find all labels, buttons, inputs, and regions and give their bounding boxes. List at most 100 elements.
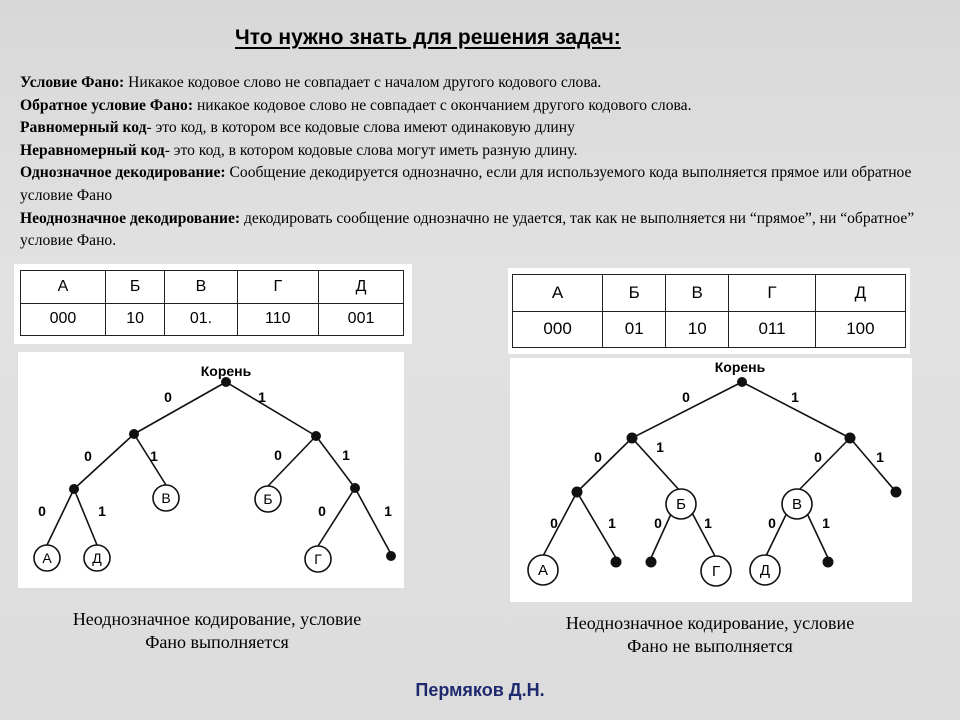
tree-leaf: [254, 485, 282, 513]
definition-text: - это код, в котором все кодовые слова и…: [146, 119, 575, 137]
tree-node: [311, 431, 321, 441]
definition-reverse-fano: Обратное условие Фано: никакое кодовое с…: [20, 95, 940, 118]
tree-edge: [542, 491, 578, 557]
tree-edge: [631, 381, 743, 439]
table-row-letters: А Б В Г Д: [511, 274, 907, 312]
edge-label: 1: [384, 503, 392, 519]
left-caption: Неоднозначное кодирование, условие Фано …: [22, 608, 412, 654]
leaf-label: Г: [712, 563, 720, 580]
edge-label: 1: [98, 503, 106, 519]
table-cell: 001: [318, 302, 404, 336]
definition-text: никакое кодовое слово не совпадает с око…: [193, 96, 692, 114]
tree-node: [129, 429, 139, 439]
tree-root-label: Корень: [715, 359, 766, 375]
right-code-table: А Б В Г Д 000 01 10 011 100: [511, 274, 907, 348]
tree-edge: [796, 437, 851, 493]
table-cell: Г: [236, 270, 320, 304]
tree-edge: [73, 433, 135, 490]
tree-node: [737, 377, 747, 387]
table-cell: Б: [602, 274, 667, 312]
table-cell: 110: [236, 302, 320, 336]
left-code-tree: Корень 0 1 0 1 0 1 0 1 0 1: [33, 363, 396, 573]
leaf-label: В: [792, 496, 802, 513]
table-row-codes: 000 10 01. 110 001: [20, 302, 404, 336]
definition-term: Обратное условие Фано:: [20, 96, 194, 114]
edge-label: 0: [594, 449, 602, 465]
tree-edge: [133, 381, 227, 435]
table-cell: А: [511, 274, 604, 312]
definition-text: Никакое кодовое слово не совпадает с нач…: [124, 74, 602, 91]
leaf-label: Д: [760, 562, 770, 579]
definition-nonuniform-code: Неравномерный код- это код, в котором ко…: [20, 140, 940, 163]
edge-label: 1: [704, 515, 712, 531]
edge-label: 1: [791, 389, 799, 405]
edge-label: 0: [682, 389, 690, 405]
edge-label: 0: [654, 515, 662, 531]
page-title: Что нужно знать для решения задач:: [235, 26, 621, 49]
table-cell: 10: [104, 302, 166, 336]
tree-edge: [73, 488, 98, 546]
table-cell: 100: [814, 310, 907, 348]
table-cell: Г: [728, 274, 816, 312]
edge-label: 0: [550, 515, 558, 531]
left-code-table-panel: А Б В Г Д 000 10 01. 110 001: [14, 264, 412, 344]
tree-edge: [225, 381, 317, 437]
tree-node: [350, 483, 360, 493]
left-code-table: А Б В Г Д 000 10 01. 110 001: [20, 270, 404, 336]
edge-label: 0: [814, 449, 822, 465]
definition-unique-decoding: Однозначное декодирование: Сообщение дек…: [20, 162, 940, 207]
edge-label: 1: [150, 448, 158, 464]
table-cell: 011: [728, 310, 816, 348]
tree-edge: [46, 488, 75, 546]
author-name: Пермяков Д.Н.: [415, 680, 545, 700]
edge-label: 0: [318, 503, 326, 519]
tree-edge: [631, 437, 682, 493]
left-tree-panel: Корень 0 1 0 1 0 1 0 1 0 1: [18, 352, 404, 588]
tree-leaf: [700, 555, 732, 587]
table-row-codes: 000 01 10 011 100: [511, 310, 907, 348]
tree-edge: [576, 437, 633, 493]
tree-leaf: [304, 545, 332, 573]
table-cell: Б: [104, 270, 166, 304]
tree-leaf: [33, 544, 61, 572]
tree-edge: [133, 433, 167, 486]
table-cell: А: [20, 270, 106, 304]
table-cell: 000: [511, 310, 604, 348]
caption-line: Фано не выполняется: [627, 636, 793, 656]
table-row-letters: А Б В Г Д: [20, 270, 404, 304]
table-cell: Д: [814, 274, 907, 312]
definition-text: Сообщение декодируется однозначно, если …: [20, 164, 912, 204]
caption-line: Неоднозначное кодирование, условие: [72, 609, 362, 629]
leaf-label: А: [538, 562, 548, 579]
edge-label: 0: [768, 515, 776, 531]
edge-label: 1: [822, 515, 830, 531]
edge-label: 1: [258, 389, 266, 405]
leaf-label: Д: [92, 550, 102, 566]
caption-line: Фано выполняется: [145, 632, 289, 652]
definition-fano: Условие Фано: Никакое кодовое слово не с…: [20, 72, 940, 95]
definitions-list: Условие Фано: Никакое кодовое слово не с…: [20, 72, 940, 253]
leaf-label: Г: [314, 551, 322, 567]
tree-edge: [576, 491, 617, 559]
table-cell: В: [665, 274, 730, 312]
edge-label: 1: [876, 449, 884, 465]
edge-label: 1: [656, 439, 664, 455]
tree-leaf: [152, 484, 180, 512]
edge-label: 1: [608, 515, 616, 531]
right-caption: Неоднозначное кодирование, условие Фано …: [512, 612, 908, 658]
definition-text: декодировать сообщение однозначно не уда…: [20, 209, 915, 250]
table-cell: В: [164, 270, 238, 304]
tree-root-label: Корень: [201, 363, 252, 379]
leaf-label: Б: [676, 496, 686, 513]
leaf-label: А: [42, 550, 52, 566]
tree-edge: [267, 435, 317, 487]
edge-label: 0: [274, 447, 282, 463]
edge-label: 0: [164, 389, 172, 405]
right-tree-panel: Корень 0 1 0 1 0 1 0 1 0 1 0 1: [510, 358, 912, 602]
tree-edge: [354, 487, 392, 555]
table-cell: 01: [602, 310, 667, 348]
tree-leaf: [83, 544, 111, 572]
definition-term: Однозначное декодирование:: [20, 164, 226, 182]
definition-term: Равномерный код: [20, 119, 147, 137]
definition-ambiguous-decoding: Неоднозначное декодирование: декодироват…: [20, 208, 940, 253]
